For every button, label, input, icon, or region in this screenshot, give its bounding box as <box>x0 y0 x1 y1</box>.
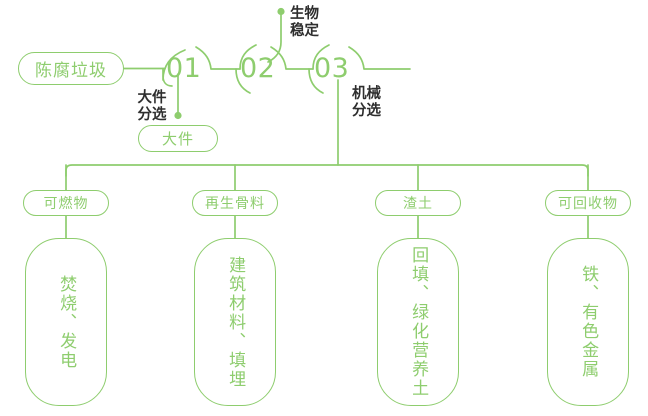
step-number-03[interactable]: 03 <box>314 53 350 84</box>
node-destination-3[interactable]: 回填、绿化营养土 <box>377 238 459 406</box>
arc-step03-right <box>348 46 411 70</box>
node-output-4[interactable]: 可回收物 <box>545 190 631 216</box>
label-step01-process: 大件 分选 <box>137 90 167 124</box>
destination-2-text: 建筑材料、填埋 <box>225 255 246 389</box>
destination-1-text: 焚烧、发电 <box>56 274 77 370</box>
node-destination-4[interactable]: 铁、有色金属 <box>547 238 629 406</box>
arc-step01-right <box>195 46 241 70</box>
wire-distributor-bar <box>65 164 589 177</box>
dot-bio-branch <box>277 7 285 16</box>
arc-step02-right <box>270 46 314 70</box>
node-output-2[interactable]: 再生骨料 <box>192 190 278 216</box>
node-output-3[interactable]: 渣土 <box>375 190 461 216</box>
node-output-bulky[interactable]: 大件 <box>138 125 218 152</box>
node-output-1[interactable]: 可燃物 <box>23 190 109 216</box>
step-number-01[interactable]: 01 <box>166 53 202 84</box>
node-root-waste[interactable]: 陈腐垃圾 <box>18 52 124 85</box>
destination-4-text: 铁、有色金属 <box>578 265 599 379</box>
label-step03-process: 机械 分选 <box>352 86 381 120</box>
step-number-02[interactable]: 02 <box>240 53 276 84</box>
node-destination-1[interactable]: 焚烧、发电 <box>25 238 107 406</box>
node-destination-2[interactable]: 建筑材料、填埋 <box>194 238 276 406</box>
dot-bulky-branch <box>174 111 182 120</box>
label-step02-process: 生物 稳定 <box>290 6 319 40</box>
destination-3-text: 回填、绿化营养土 <box>408 246 429 398</box>
